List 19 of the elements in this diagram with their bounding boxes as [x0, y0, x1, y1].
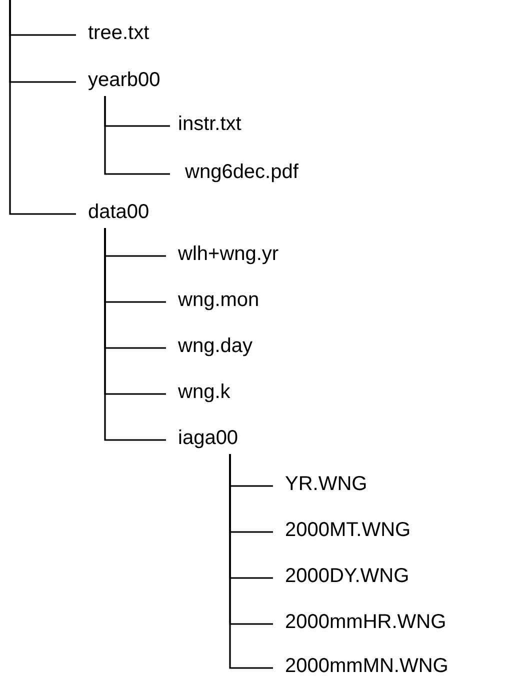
file-name: wlh+wng.yr [178, 242, 279, 266]
file-name: tree.txt [88, 21, 150, 45]
file-name: yearb00 [88, 68, 160, 92]
tree-connector [104, 96, 170, 175]
file-name: 2000mmHR.WNG [285, 610, 446, 634]
file-name: wng.day [178, 334, 252, 358]
tree-connector [229, 454, 273, 669]
tree-connector [9, 0, 76, 215]
file-name: data00 [88, 200, 150, 224]
file-name: 2000DY.WNG [285, 564, 410, 588]
file-name: wng.k [178, 380, 230, 404]
file-name: wng6dec.pdf [185, 160, 298, 184]
file-name: 2000MT.WNG [285, 518, 411, 542]
file-name: 2000mmMN.WNG [285, 654, 448, 678]
tree-connector [104, 228, 166, 441]
file-name: YR.WNG [285, 472, 368, 496]
file-name: instr.txt [178, 112, 242, 136]
file-name: iaga00 [178, 426, 238, 450]
file-name: wng.mon [178, 288, 260, 312]
